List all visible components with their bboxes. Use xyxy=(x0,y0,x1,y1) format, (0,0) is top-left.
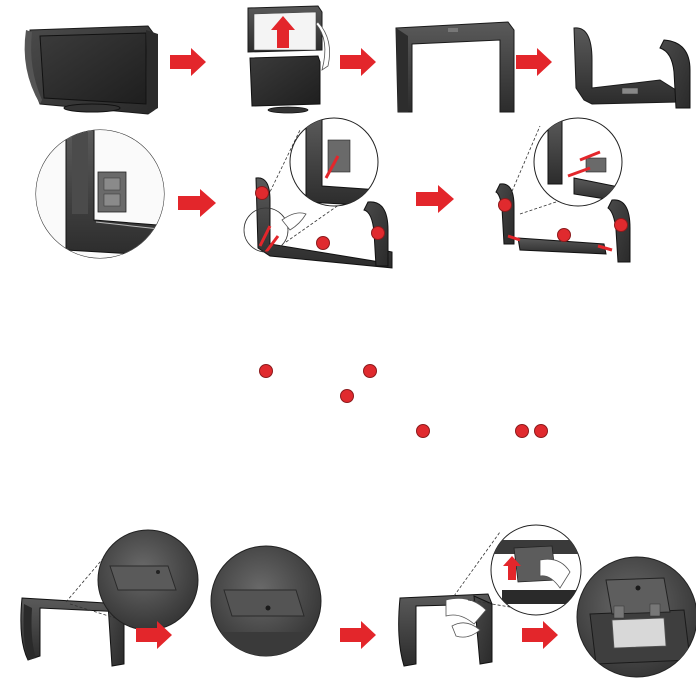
red-marker-icon xyxy=(371,226,385,240)
red-marker-icon xyxy=(557,228,571,242)
release-closeup-circle xyxy=(290,118,380,206)
arrow-icon xyxy=(416,185,454,213)
arrow-icon xyxy=(178,189,216,217)
hatch-closeup-figure xyxy=(208,546,328,662)
monitor-with-hood-figure xyxy=(25,26,158,114)
separated-closeup-circle xyxy=(534,118,624,206)
red-marker-icon xyxy=(255,186,269,200)
arrow-icon xyxy=(516,48,552,76)
hood-front-figure xyxy=(396,22,514,112)
red-marker-icon xyxy=(498,198,512,212)
red-marker-icon xyxy=(614,218,628,232)
hood-rotated-figure xyxy=(574,28,690,108)
arrow-icon xyxy=(340,48,376,76)
arrow-icon xyxy=(340,621,376,649)
arrow-icon xyxy=(522,621,558,649)
red-marker-icon xyxy=(316,236,330,250)
arrow-icon xyxy=(170,48,206,76)
hatch-detail-circle xyxy=(98,530,198,630)
corner-joint-detail xyxy=(36,130,170,258)
hatch-open-closeup-figure xyxy=(577,557,696,677)
instruction-text xyxy=(30,300,666,500)
open-hatch-closeup-circle xyxy=(491,525,582,615)
lift-hood-off-figure xyxy=(248,6,330,113)
